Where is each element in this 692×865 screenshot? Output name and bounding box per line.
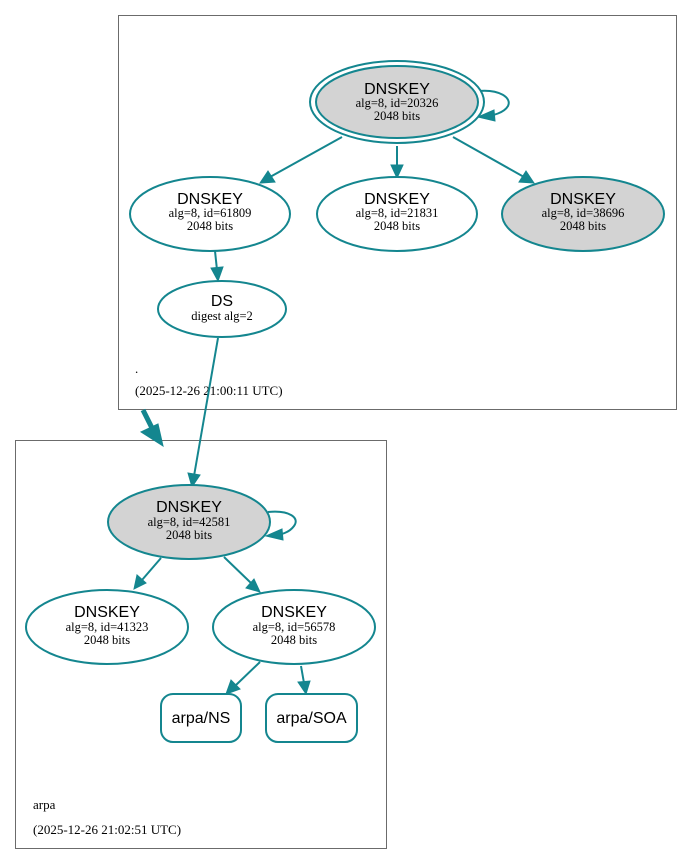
node-arpa-dnskey-41323: DNSKEY alg=8, id=41323 2048 bits (25, 589, 189, 665)
node-line1: alg=8, id=41323 (66, 620, 149, 634)
node-root-dnskey-38696: DNSKEY alg=8, id=38696 2048 bits (501, 176, 665, 252)
node-arpa-soa: arpa/SOA (265, 693, 358, 743)
node-type: DNSKEY (550, 191, 616, 208)
edge-ds-to-arpa-ksk (193, 337, 219, 477)
arrow-root-ksk-to-21831 (390, 164, 404, 180)
node-type: DNSKEY (156, 499, 222, 516)
edge-arpa-ksk-to-41323 (141, 557, 162, 581)
node-line1: alg=8, id=38696 (542, 206, 625, 220)
arrow-arpa-ksk-to-56578 (245, 578, 261, 593)
node-root-dnskey-61809: DNSKEY alg=8, id=61809 2048 bits (129, 176, 291, 252)
node-line2: 2048 bits (374, 219, 420, 233)
node-root-ksk-20326: DNSKEY alg=8, id=20326 2048 bits (309, 60, 485, 144)
node-type: DNSKEY (364, 191, 430, 208)
node-arpa-ns: arpa/NS (160, 693, 242, 743)
arrow-56578-to-ns (225, 679, 241, 695)
arrow-root-ksk-self (476, 109, 496, 122)
node-line1: alg=8, id=20326 (356, 96, 439, 110)
node-type: DNSKEY (177, 191, 243, 208)
node-line2: 2048 bits (187, 219, 233, 233)
node-line2: 2048 bits (84, 633, 130, 647)
node-type: DS (211, 293, 233, 310)
node-line1: alg=8, id=21831 (356, 206, 439, 220)
node-type: DNSKEY (74, 604, 140, 621)
node-type: DNSKEY (261, 604, 327, 621)
arpa-zone-name: arpa (33, 797, 56, 812)
node-arpa-ksk-42581: DNSKEY alg=8, id=42581 2048 bits (107, 484, 271, 560)
edge-56578-to-ns (235, 661, 261, 686)
arrow-61809-to-ds (210, 266, 224, 283)
node-line2: 2048 bits (271, 633, 317, 647)
edge-arpa-ksk-to-56578 (223, 556, 252, 584)
node-line1: alg=8, id=56578 (253, 620, 336, 634)
node-ds-arpa: DS digest alg=2 (157, 280, 287, 338)
arrow-56578-to-soa (297, 680, 311, 696)
arrow-root-ksk-to-61809 (259, 170, 276, 184)
arrow-arpa-ksk-to-41323 (133, 574, 147, 590)
node-line1: alg=8, id=42581 (148, 515, 231, 529)
node-line2: 2048 bits (166, 528, 212, 542)
edge-root-ksk-to-61809 (269, 136, 343, 178)
arpa-zone-timestamp: (2025-12-26 21:02:51 UTC) (33, 822, 181, 837)
arrow-delegation (139, 423, 164, 448)
node-root-dnskey-21831: DNSKEY alg=8, id=21831 2048 bits (316, 176, 478, 252)
rrset-label: arpa/SOA (276, 710, 347, 727)
edge-root-ksk-to-38696 (452, 136, 525, 178)
node-type: DNSKEY (364, 81, 430, 98)
node-line2: 2048 bits (560, 219, 606, 233)
root-zone-name: . (135, 361, 138, 376)
node-arpa-dnskey-56578: DNSKEY alg=8, id=56578 2048 bits (212, 589, 376, 665)
edge-56578-to-soa (300, 665, 305, 684)
edge-61809-to-ds (214, 250, 218, 271)
node-line1: alg=8, id=61809 (169, 206, 252, 220)
arrow-arpa-ksk-self (264, 528, 284, 541)
node-line2: 2048 bits (374, 109, 420, 123)
rrset-label: arpa/NS (172, 710, 231, 727)
arrow-ds-to-arpa-ksk (187, 472, 201, 489)
arrow-root-ksk-to-38696 (518, 170, 535, 184)
node-line1: digest alg=2 (191, 309, 253, 323)
